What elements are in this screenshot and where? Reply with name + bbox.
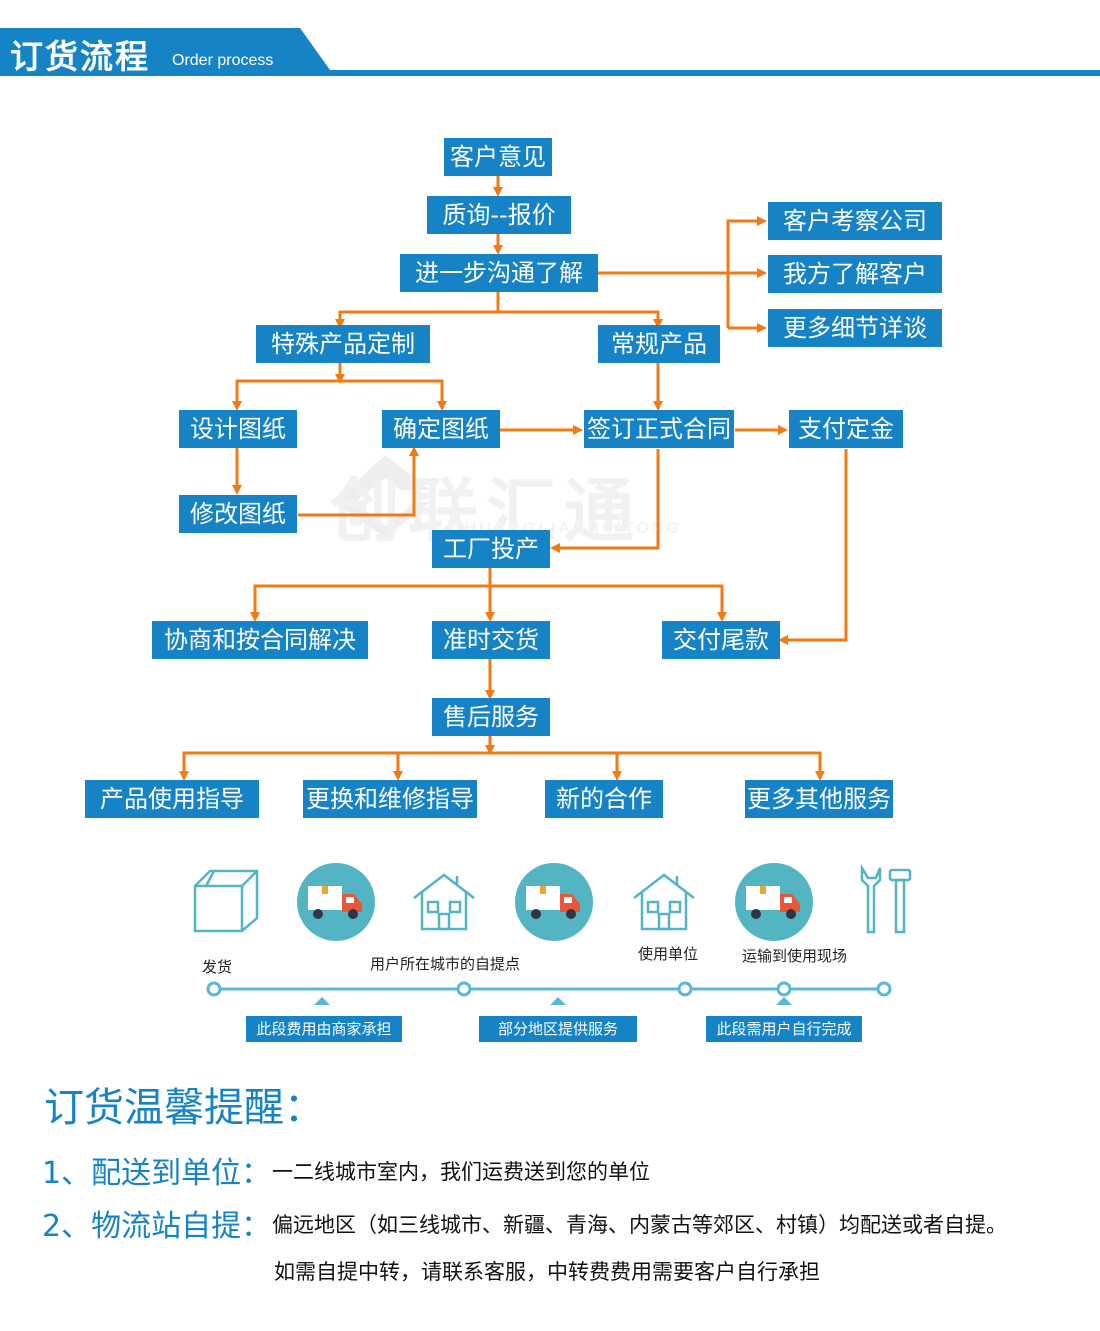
step-more-details: 更多细节详谈 xyxy=(768,309,942,347)
step-design-drawing: 设计图纸 xyxy=(179,410,297,448)
tools-icon xyxy=(860,864,912,934)
stage-label-ship: 发货 xyxy=(202,958,233,976)
tip-1-text: 一二线城市室内，我们运费送到您的单位 xyxy=(272,1160,650,1184)
segment-label-partial: 部分地区提供服务 xyxy=(479,1016,637,1042)
segment-label-user: 此段需用户自行完成 xyxy=(706,1016,862,1042)
step-custom-product: 特殊产品定制 xyxy=(256,325,430,363)
house-icon xyxy=(633,873,695,931)
step-regular-product: 常规产品 xyxy=(598,325,720,363)
truck-icon xyxy=(297,863,375,941)
step-confirm-drawing: 确定图纸 xyxy=(382,410,500,448)
step-pay-deposit: 支付定金 xyxy=(789,410,903,448)
truck-icon xyxy=(515,863,593,941)
step-after-sales: 售后服务 xyxy=(432,698,550,736)
stage-label-unit: 使用单位 xyxy=(638,945,699,963)
step-visit-company: 客户考察公司 xyxy=(768,202,942,240)
segment-label-merchant: 此段费用由商家承担 xyxy=(246,1016,402,1042)
stage-label-site: 运输到使用现场 xyxy=(742,947,848,965)
step-pay-balance: 交付尾款 xyxy=(662,621,780,659)
step-know-customer: 我方了解客户 xyxy=(768,255,942,293)
header-bar: 订货流程 Order process xyxy=(0,0,1100,80)
step-sign-contract: 签订正式合同 xyxy=(584,410,734,448)
flow-connectors xyxy=(179,174,848,781)
page-subtitle: Order process xyxy=(172,52,274,69)
tip-2-text: 偏远地区（如三线城市、新疆、青海、内蒙古等郊区、村镇）均配送或者自提。 xyxy=(272,1213,1007,1237)
step-inquiry-quote: 质询--报价 xyxy=(427,196,571,234)
step-more-services: 更多其他服务 xyxy=(745,780,893,818)
watermark-logo xyxy=(335,455,430,538)
step-replace-repair: 更换和维修指导 xyxy=(303,780,477,818)
box-icon xyxy=(193,869,259,933)
tips-title: 订货温馨提醒： xyxy=(44,1085,324,1131)
step-on-time-delivery: 准时交货 xyxy=(432,621,550,659)
house-icon xyxy=(413,873,475,931)
tip-2-heading: 2、物流站自提： xyxy=(42,1209,272,1244)
logistics-timeline xyxy=(206,981,892,1005)
header-background xyxy=(0,28,1100,76)
stage-label-pickup-point: 用户所在城市的自提点 xyxy=(370,955,521,973)
step-factory-production: 工厂投产 xyxy=(432,530,550,568)
truck-icon xyxy=(735,863,813,941)
step-negotiate: 协商和按合同解决 xyxy=(152,621,368,659)
step-usage-guide: 产品使用指导 xyxy=(85,780,259,818)
tip-2-text-line2: 如需自提中转，请联系客服，中转费费用需要客户自行承担 xyxy=(274,1260,820,1284)
page-title: 订货流程 xyxy=(10,37,150,76)
step-modify-drawing: 修改图纸 xyxy=(179,495,297,533)
tip-1-heading: 1、配送到单位： xyxy=(42,1156,272,1191)
step-customer-feedback: 客户意见 xyxy=(444,138,552,176)
step-further-communication: 进一步沟通了解 xyxy=(400,254,598,292)
step-new-cooperation: 新的合作 xyxy=(545,780,663,818)
